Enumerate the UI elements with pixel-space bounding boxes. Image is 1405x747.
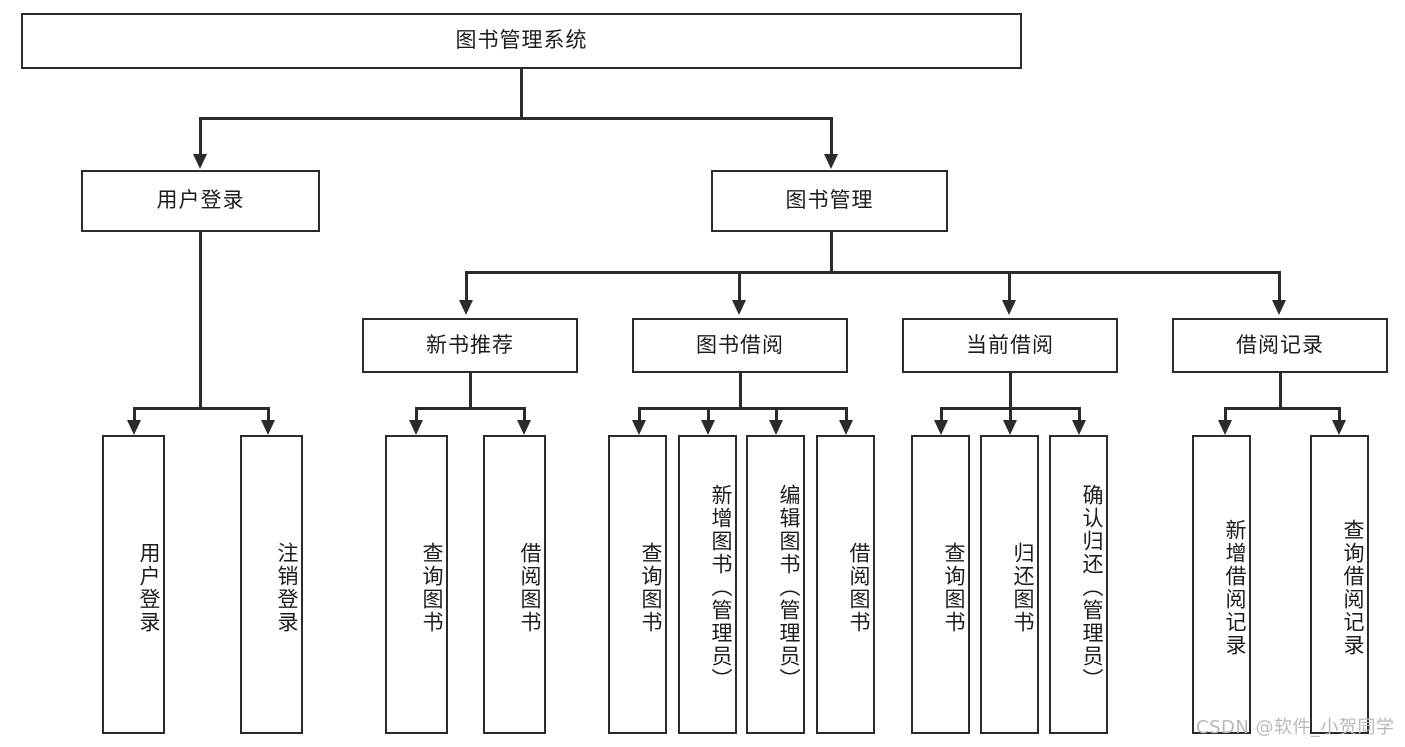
connector-new-book-recommend-stem — [469, 373, 472, 408]
connector-drop-leaf-query-book-2 — [638, 407, 641, 421]
connector-drop-leaf-query-book-1 — [415, 407, 418, 421]
connector-book-borrow-bus — [638, 407, 847, 410]
leaf-add-borrow-record[interactable]: 新增借阅记录 — [1192, 435, 1251, 734]
leaf-edit-book[interactable]: 编辑图书（管理员） — [746, 435, 805, 734]
leaf-borrow-book[interactable]: 借阅图书 — [816, 435, 875, 734]
node-label: 借阅记录 — [1236, 332, 1324, 357]
node-label: 图书管理 — [785, 188, 874, 213]
node-label: 当前借阅 — [966, 332, 1054, 357]
node-label: 归还图书 — [1011, 541, 1035, 634]
leaf-query-book-borrow[interactable]: 查询图书 — [608, 435, 667, 734]
node-label: 图书借阅 — [696, 332, 784, 357]
node-label: 确认归还（管理员） — [1080, 484, 1104, 691]
arrowhead-book-management — [824, 154, 838, 169]
connector-drop-leaf-user-login — [133, 407, 136, 421]
connector-drop-leaf-add-record — [1224, 407, 1227, 421]
arrowhead-borrow-records — [1272, 300, 1286, 315]
connector-drop-new-book-recommend — [465, 271, 468, 301]
connector-borrow-records-bus — [1224, 407, 1338, 410]
connector-drop-leaf-query-record — [1338, 407, 1341, 421]
connector-drop-leaf-confirm-return — [1078, 407, 1081, 421]
node-label: 查询图书 — [420, 541, 444, 634]
arrowhead-leaf-query-book-1 — [409, 420, 423, 435]
leaf-return-book[interactable]: 归还图书 — [980, 435, 1039, 734]
node-label: 新增借阅记录 — [1223, 518, 1247, 657]
arrowhead-leaf-logout — [261, 420, 275, 435]
node-label: 用户登录 — [137, 541, 161, 634]
connector-drop-leaf-query-book-3 — [940, 407, 943, 421]
arrowhead-leaf-query-book-2 — [632, 420, 646, 435]
csdn-watermark: CSDN @软件_小贺同学 — [1196, 717, 1395, 738]
node-label: 注销登录 — [275, 541, 299, 634]
connector-drop-leaf-borrow-book-1 — [523, 407, 526, 421]
leaf-query-borrow-record[interactable]: 查询借阅记录 — [1310, 435, 1369, 734]
leaf-query-book-recommend[interactable]: 查询图书 — [385, 435, 448, 734]
node-label: 查询图书 — [942, 541, 966, 634]
connector-drop-leaf-return-book — [1009, 407, 1012, 421]
arrowhead-current-borrow — [1002, 300, 1016, 315]
connector-drop-current-borrow — [1008, 271, 1011, 301]
arrowhead-leaf-edit-book — [769, 420, 783, 435]
node-label: 新书推荐 — [426, 332, 514, 357]
connector-book-management-stem — [830, 232, 833, 274]
node-label: 查询借阅记录 — [1341, 518, 1365, 657]
leaf-query-book-current[interactable]: 查询图书 — [911, 435, 970, 734]
node-label: 借阅图书 — [847, 541, 871, 634]
node-current-borrow[interactable]: 当前借阅 — [902, 318, 1118, 373]
arrowhead-leaf-borrow-book-1 — [517, 420, 531, 435]
node-label: 图书管理系统 — [455, 28, 588, 53]
node-label: 查询图书 — [639, 541, 663, 634]
connector-drop-book-management — [830, 117, 833, 155]
connector-new-book-recommend-bus — [415, 407, 523, 410]
leaf-logout[interactable]: 注销登录 — [240, 435, 303, 734]
arrowhead-leaf-user-login — [127, 420, 141, 435]
node-label: 新增图书（管理员） — [709, 484, 733, 691]
arrowhead-leaf-confirm-return — [1072, 420, 1086, 435]
arrowhead-new-book-recommend — [459, 300, 473, 315]
connector-current-borrow-stem — [1009, 373, 1012, 408]
node-label: 用户登录 — [156, 188, 245, 213]
node-borrow-records[interactable]: 借阅记录 — [1172, 318, 1388, 373]
node-book-borrow[interactable]: 图书借阅 — [632, 318, 848, 373]
arrowhead-user-login — [193, 154, 207, 169]
connector-book-borrow-stem — [739, 373, 742, 408]
arrowhead-leaf-query-record — [1332, 420, 1346, 435]
connector-drop-book-borrow — [738, 271, 741, 301]
arrowhead-leaf-query-book-3 — [934, 420, 948, 435]
connector-user-login-bus — [133, 407, 267, 410]
connector-drop-user-login — [199, 117, 202, 155]
node-root-book-management-system[interactable]: 图书管理系统 — [21, 13, 1022, 69]
connector-level2-bus — [199, 117, 832, 120]
node-book-management[interactable]: 图书管理 — [711, 170, 948, 232]
node-new-book-recommend[interactable]: 新书推荐 — [362, 318, 578, 373]
arrowhead-leaf-add-book — [701, 420, 715, 435]
arrowhead-leaf-borrow-book-2 — [839, 420, 853, 435]
node-label: 编辑图书（管理员） — [777, 484, 801, 691]
node-user-login[interactable]: 用户登录 — [81, 170, 320, 232]
connector-drop-borrow-records — [1278, 271, 1281, 301]
connector-drop-leaf-logout — [267, 407, 270, 421]
leaf-borrow-book-recommend[interactable]: 借阅图书 — [483, 435, 546, 734]
connector-level3-bus — [465, 271, 1280, 274]
leaf-confirm-return[interactable]: 确认归还（管理员） — [1049, 435, 1108, 734]
node-label: 借阅图书 — [518, 541, 542, 634]
connector-root-stem — [520, 69, 523, 118]
connector-drop-leaf-edit-book — [775, 407, 778, 421]
arrowhead-leaf-return-book — [1003, 420, 1017, 435]
connector-drop-leaf-borrow-book-2 — [845, 407, 848, 421]
leaf-add-book[interactable]: 新增图书（管理员） — [678, 435, 737, 734]
arrowhead-book-borrow — [732, 300, 746, 315]
connector-borrow-records-stem — [1279, 373, 1282, 408]
arrowhead-leaf-add-record — [1218, 420, 1232, 435]
connector-drop-leaf-add-book — [707, 407, 710, 421]
connector-user-login-stem — [199, 232, 202, 408]
leaf-user-login[interactable]: 用户登录 — [102, 435, 165, 734]
